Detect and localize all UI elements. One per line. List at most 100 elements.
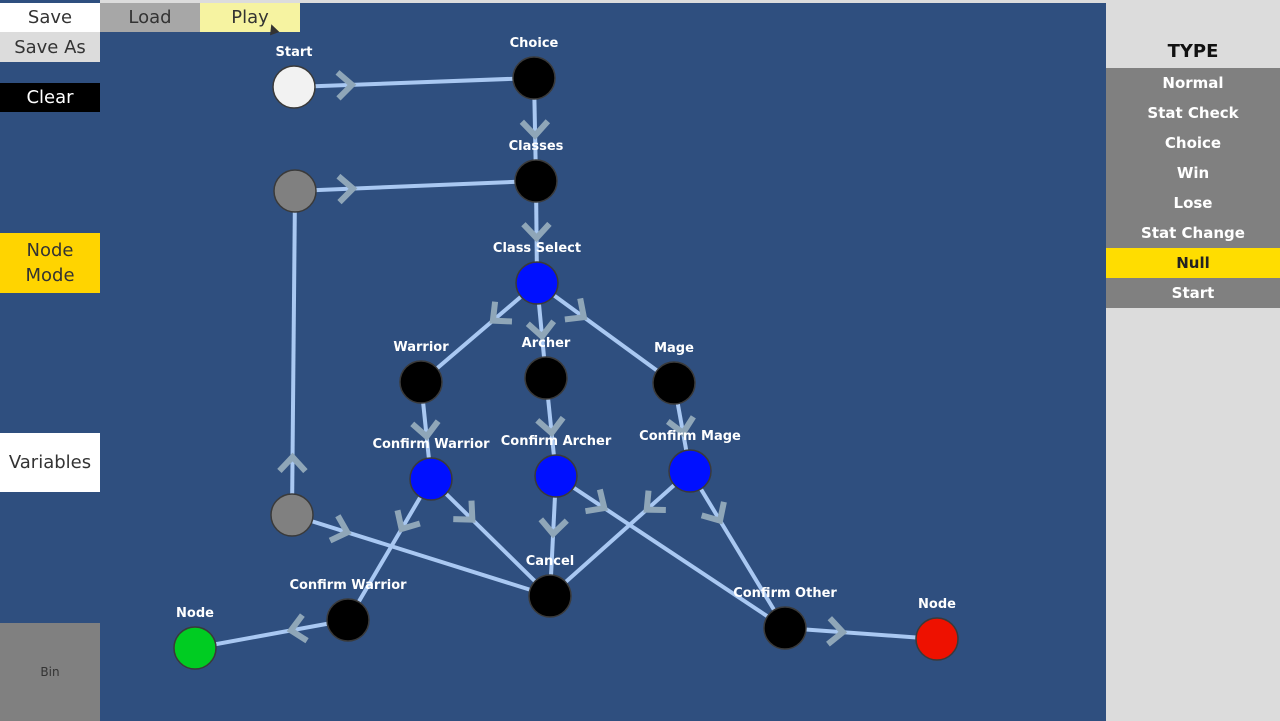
node-mode-label-line2: Mode [25, 265, 75, 286]
edge-arrow-icon [277, 452, 308, 474]
edge-arrow-icon [826, 616, 848, 647]
edge-arrow-icon [538, 517, 569, 539]
node-circle[interactable] [524, 356, 568, 400]
edge-arrow-icon [643, 490, 666, 514]
node-label: Classes [509, 139, 564, 154]
node-cancel[interactable]: Cancel [526, 554, 575, 618]
node-label: Warrior [393, 340, 449, 355]
save-button[interactable]: Save [0, 3, 100, 32]
node-circle[interactable] [326, 598, 370, 642]
node-start[interactable]: Start [272, 45, 316, 109]
clear-button[interactable]: Clear [0, 83, 100, 112]
edge-arrow-icon [394, 509, 421, 533]
node-label: Cancel [526, 554, 575, 569]
node-label: Mage [654, 341, 694, 356]
edge-carcher-cother[interactable] [554, 474, 787, 630]
node-warrior[interactable]: Warrior [393, 340, 449, 404]
node-circle[interactable] [528, 574, 572, 618]
node-label: Choice [510, 36, 559, 51]
node-gray1[interactable] [273, 169, 317, 213]
type-item-normal[interactable]: Normal [1106, 68, 1280, 98]
node-circle[interactable] [515, 261, 559, 305]
save-as-button[interactable]: Save As [0, 32, 100, 62]
node-label: Confirm Warrior [289, 578, 407, 593]
type-item-win[interactable]: Win [1106, 158, 1280, 188]
edge-arrow-icon [489, 301, 513, 325]
left-toolbar-panel [0, 0, 100, 721]
edge-gray2-gray1[interactable] [277, 190, 308, 516]
edge-gray1-classes[interactable] [294, 173, 537, 205]
node-label: Start [276, 45, 313, 60]
node-cmage[interactable]: Confirm Mage [639, 429, 741, 493]
edge-arrow-icon [564, 297, 588, 323]
node-circle[interactable] [272, 65, 316, 109]
edge-cmage-cancel[interactable] [548, 469, 692, 598]
type-item-lose[interactable]: Lose [1106, 188, 1280, 218]
edge-arrow-icon [519, 119, 551, 140]
edge-gray2-cancel[interactable] [291, 513, 551, 598]
edge-arrow-icon [410, 419, 441, 441]
node-circle[interactable] [409, 457, 453, 501]
node-mage[interactable]: Mage [652, 341, 696, 405]
node-mode-button[interactable]: Node Mode [0, 233, 100, 293]
node-label: Archer [522, 336, 571, 351]
node-label: Class Select [493, 241, 581, 256]
variables-button[interactable]: Variables [0, 433, 100, 492]
node-label: Confirm Other [733, 586, 837, 601]
node-gray2[interactable] [270, 493, 314, 537]
node-circle[interactable] [514, 159, 558, 203]
node-circle[interactable] [915, 617, 959, 661]
node-label: Confirm Mage [639, 429, 741, 444]
node-carcher[interactable]: Confirm Archer [501, 434, 612, 498]
edge-cwarrior-cwarrior2[interactable] [346, 477, 433, 622]
bin-drop-zone[interactable]: Bin [0, 623, 100, 721]
type-item-null[interactable]: Null [1106, 248, 1280, 278]
type-item-stat-change[interactable]: Stat Change [1106, 218, 1280, 248]
edge-arrow-icon [700, 501, 727, 525]
node-circle[interactable] [173, 626, 217, 670]
type-item-start[interactable]: Start [1106, 278, 1280, 308]
type-panel-title: TYPE [1167, 40, 1219, 62]
edge-cmage-cother[interactable] [688, 469, 787, 630]
node-label: Node [176, 606, 214, 621]
node-classselect[interactable]: Class Select [493, 241, 581, 305]
node-circle[interactable] [668, 449, 712, 493]
node-classes[interactable]: Classes [509, 139, 564, 203]
node-mode-label-line1: Node [26, 240, 74, 261]
edge-cwarrior2-nodegreen[interactable] [194, 613, 349, 650]
node-archer[interactable]: Archer [522, 336, 571, 400]
edge-arrow-icon [584, 488, 608, 515]
edge-start-choice[interactable] [293, 70, 535, 101]
node-circle[interactable] [270, 493, 314, 537]
node-label: Confirm Archer [501, 434, 612, 449]
type-item-choice[interactable]: Choice [1106, 128, 1280, 158]
type-item-stat-check[interactable]: Stat Check [1106, 98, 1280, 128]
node-nodered[interactable]: Node [915, 597, 959, 661]
node-circle[interactable] [534, 454, 578, 498]
node-label: Node [918, 597, 956, 612]
node-circle[interactable] [652, 361, 696, 405]
node-cwarrior[interactable]: Confirm Warrior [372, 437, 490, 501]
edge-arrow-icon [525, 319, 557, 341]
edge-classselect-warrior[interactable] [419, 281, 539, 384]
node-nodegreen[interactable]: Node [173, 606, 217, 670]
edge-cother-nodered[interactable] [784, 616, 938, 647]
node-cwarrior2[interactable]: Confirm Warrior [289, 578, 407, 642]
node-cother[interactable]: Confirm Other [733, 586, 837, 650]
edge-classselect-mage[interactable] [535, 281, 676, 385]
node-choice[interactable]: Choice [510, 36, 559, 100]
play-button[interactable]: Play [200, 3, 300, 32]
node-circle[interactable] [763, 606, 807, 650]
edge-arrow-icon [336, 173, 358, 205]
node-circle[interactable] [512, 56, 556, 100]
node-circle[interactable] [399, 360, 443, 404]
node-circle[interactable] [273, 169, 317, 213]
edge-arrow-icon [286, 613, 309, 644]
edge-arrow-icon [665, 415, 696, 438]
load-button[interactable]: Load [100, 3, 200, 32]
edge-cwarrior-cancel[interactable] [429, 477, 552, 598]
